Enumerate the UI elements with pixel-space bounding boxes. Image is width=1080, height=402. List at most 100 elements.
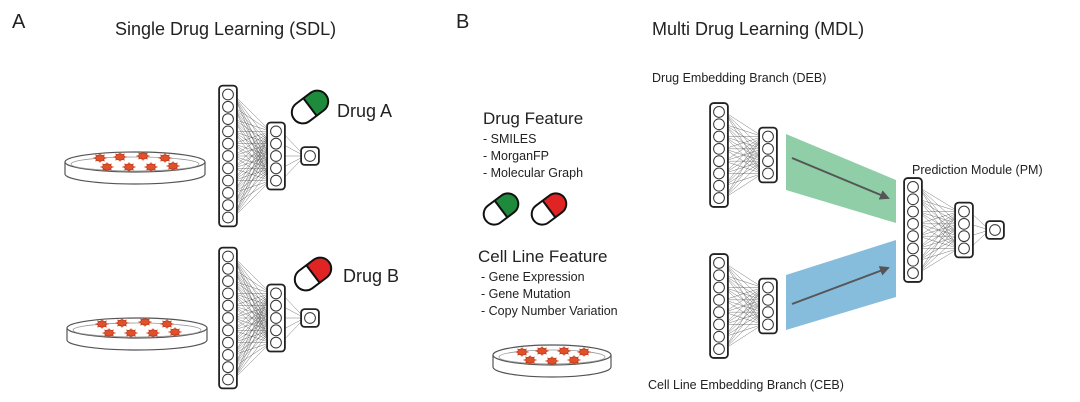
network-node: [222, 187, 234, 199]
cell: [535, 346, 549, 356]
deb-label: Drug Embedding Branch (DEB): [652, 71, 826, 85]
network-node: [762, 318, 774, 331]
network-connections: [233, 94, 305, 218]
network-node: [222, 299, 234, 312]
network-connections: [724, 111, 763, 199]
network-node: [270, 312, 282, 324]
network-node: [762, 306, 774, 319]
pill-icon-drug-b: [293, 256, 333, 292]
cell: [515, 347, 529, 357]
pill-divider: [302, 97, 318, 117]
network-node: [222, 150, 234, 162]
network-node: [222, 125, 234, 138]
neural-net-deb: [709, 102, 778, 208]
cell: [122, 162, 136, 172]
pill-divider: [493, 200, 509, 218]
neural-net-ceb: [709, 253, 778, 359]
pm-label: Prediction Module (PM): [912, 163, 1043, 177]
cell: [93, 153, 107, 163]
network-node: [989, 224, 1001, 236]
network-layer-box: [758, 277, 778, 335]
panel-a-title: Single Drug Learning (SDL): [115, 19, 336, 39]
network-node: [222, 211, 234, 224]
network-connections: [724, 262, 763, 350]
petri-dish-a1: [64, 151, 206, 185]
drug-b-label: Drug B: [343, 266, 399, 286]
network-node: [304, 312, 316, 324]
network-node: [270, 125, 282, 138]
network-node: [222, 100, 234, 113]
panel-b-title: Multi Drug Learning (MDL): [652, 19, 864, 39]
cell: [100, 162, 114, 172]
network-node: [907, 242, 919, 255]
network-node: [222, 324, 234, 337]
cell: [113, 152, 127, 162]
drug-feature-item: - Molecular Graph: [483, 166, 583, 180]
panel-b: B Multi Drug Learning (MDL) Drug Feature…: [456, 11, 1043, 392]
network-node: [222, 312, 234, 324]
drug-a-label: Drug A: [337, 101, 392, 121]
cell: [102, 328, 116, 338]
network-node: [958, 230, 970, 243]
network-node: [762, 155, 774, 168]
cell: [577, 347, 591, 357]
pill-outline: [293, 256, 333, 292]
deb-arrow: [791, 157, 890, 200]
cell-feature-item: - Gene Expression: [481, 270, 585, 284]
pill-colored-half: [303, 90, 329, 116]
network-node: [713, 106, 725, 118]
network-node: [713, 155, 725, 168]
cell: [160, 319, 174, 329]
network-node: [907, 205, 919, 218]
neural-net-pm: [903, 177, 1005, 283]
pill-icon-red: [530, 192, 568, 226]
cell: [144, 162, 158, 172]
network-node: [222, 336, 234, 349]
pill-colored-half: [306, 257, 332, 283]
network-node: [222, 349, 234, 361]
network-node: [762, 142, 774, 155]
dish-rim: [64, 151, 206, 173]
pill-colored-half: [542, 193, 567, 218]
network-node: [222, 174, 234, 187]
network-node: [907, 181, 919, 193]
network-node: [713, 192, 725, 204]
network-node: [222, 199, 234, 212]
network-node: [270, 324, 282, 337]
panel-a: A Single Drug Learning (SDL) Drug A Drug…: [12, 11, 399, 390]
network-node: [713, 130, 725, 143]
cell-feature-item: - Gene Mutation: [481, 287, 571, 301]
ceb-label: Cell Line Embedding Branch (CEB): [648, 378, 844, 392]
network-connections: [233, 256, 305, 380]
drug-feature-item: - MorganFP: [483, 149, 549, 163]
network-node: [222, 361, 234, 374]
pill-divider: [541, 200, 557, 218]
cell-feature-item: - Copy Number Variation: [481, 304, 618, 318]
ceb-arrow: [791, 266, 890, 305]
network-node: [222, 275, 234, 288]
cell: [166, 161, 180, 171]
network-node: [270, 150, 282, 162]
cell: [168, 327, 182, 337]
network-node: [762, 130, 774, 143]
cell: [115, 318, 129, 328]
network-node: [222, 113, 234, 125]
drug-feature-title: Drug Feature: [483, 109, 583, 128]
network-node: [270, 174, 282, 187]
cell: [557, 346, 571, 356]
network-layer-box: [954, 201, 974, 259]
panel-a-letter: A: [12, 11, 26, 33]
cell: [124, 328, 138, 338]
pill-icon-green: [482, 192, 520, 226]
network-node: [907, 267, 919, 279]
network-node: [762, 167, 774, 180]
network-node: [713, 281, 725, 294]
cell: [567, 355, 581, 365]
network-layer-box: [709, 253, 729, 359]
network-node: [222, 250, 234, 263]
network-node: [222, 88, 234, 101]
network-node: [713, 293, 725, 306]
pill-divider: [305, 264, 321, 284]
network-layer-box: [903, 177, 923, 283]
